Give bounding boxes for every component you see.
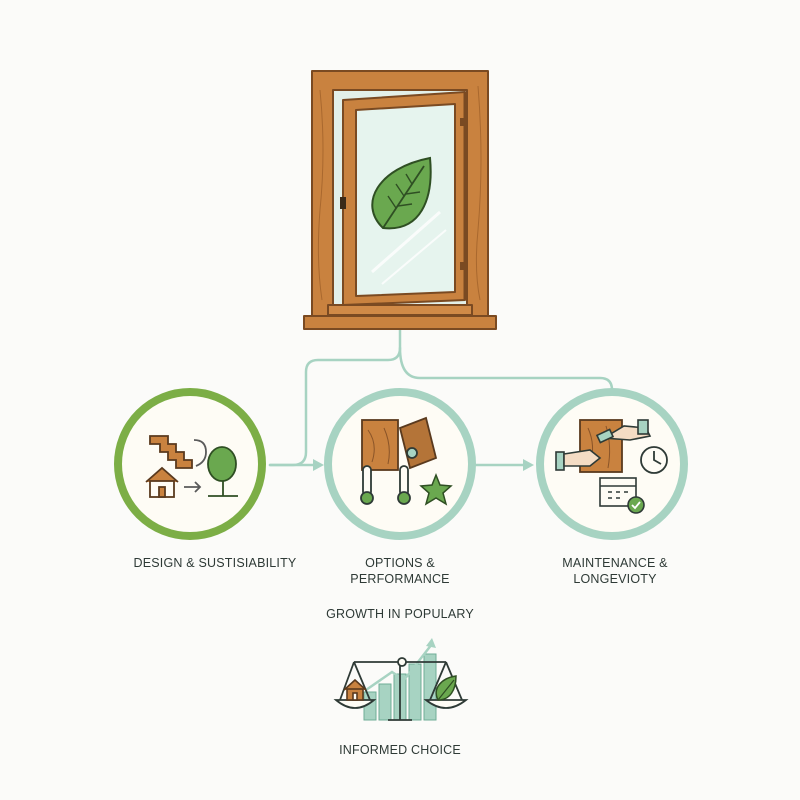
label-options-line2: PERFORMANCE [350,572,450,586]
label-options-line1: OPTIONS & [365,556,435,570]
label-maintenance: MAINTENANCE & LONGEVIOTY [515,555,715,587]
thermometer-icon [360,465,411,505]
tree-icon [207,446,238,497]
node-maintenance [536,388,688,540]
arrow-right-icon [184,481,202,493]
node-design [114,388,266,540]
label-choice-text: INFORMED CHOICE [339,743,461,757]
label-growth: GROWTH IN POPULARY [300,606,500,622]
arrow-to-options-icon [313,459,324,471]
hand-icon [555,449,602,471]
label-choice: INFORMED CHOICE [300,742,500,758]
label-design: DESIGN & SUSTISIABILITY [100,555,330,571]
arrowheads [313,459,534,471]
house-icon [145,466,179,498]
label-design-text: DESIGN & SUSTISIABILITY [133,556,297,570]
arrow-to-maintenance-icon [523,459,534,471]
label-maintenance-line2: LONGEVIOTY [573,572,657,586]
label-growth-text: GROWTH IN POPULARY [326,607,474,621]
calendar-check-icon [599,477,645,514]
hand-brush-icon [595,419,652,444]
node-options-ring [324,388,476,540]
label-maintenance-line1: MAINTENANCE & [562,556,668,570]
scale-house-icon [343,678,367,701]
connector-lines [268,328,614,467]
leaf-icon [371,156,432,230]
clock-icon [640,446,668,474]
label-options: OPTIONS & PERFORMANCE [300,555,500,587]
scale-leaf-icon [435,675,457,701]
wood-board-icon [579,419,623,473]
cycle-arrow-icon [193,439,207,467]
bar-chart-icon [363,653,437,721]
wood-samples-icon [361,416,438,471]
staircase-icon [149,435,193,469]
node-options [324,388,476,540]
star-icon [419,472,453,506]
